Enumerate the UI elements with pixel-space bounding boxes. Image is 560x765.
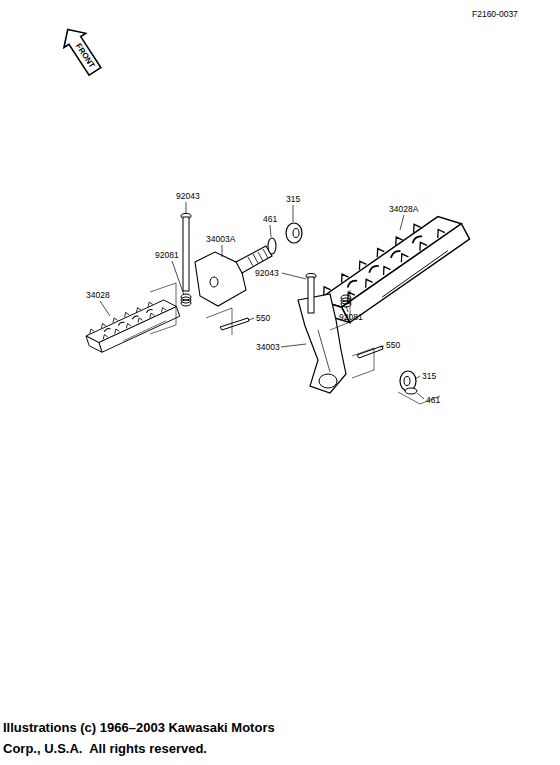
callout-number: 34028A bbox=[389, 205, 418, 214]
bracket bbox=[298, 294, 346, 393]
callout-number: 34003 bbox=[256, 343, 280, 352]
footpeg bbox=[82, 294, 183, 355]
bracket bbox=[195, 252, 246, 306]
copyright-note: Illustrations (c) 1966–2003 Kawasaki Mot… bbox=[3, 718, 303, 760]
callout-number: 315 bbox=[286, 195, 300, 204]
drawing-number: F2160-0037 bbox=[472, 10, 518, 19]
callout-number: 550 bbox=[256, 314, 270, 323]
callout-number: 92043 bbox=[255, 269, 279, 278]
callout-number: 92081 bbox=[155, 251, 179, 260]
callout-number: 34003A bbox=[206, 235, 235, 244]
callout-number: 315 bbox=[422, 372, 436, 381]
callout-number: 461 bbox=[263, 215, 277, 224]
callout-number: 92043 bbox=[176, 192, 200, 201]
callout-number: 461 bbox=[426, 396, 440, 405]
front-arrow bbox=[57, 22, 106, 78]
front-label: FRONT bbox=[74, 42, 96, 69]
callout-number: 34028 bbox=[86, 291, 110, 300]
callout-number: 92081 bbox=[339, 313, 363, 322]
callout-number: 550 bbox=[386, 341, 400, 350]
leader-lines bbox=[100, 202, 424, 399]
